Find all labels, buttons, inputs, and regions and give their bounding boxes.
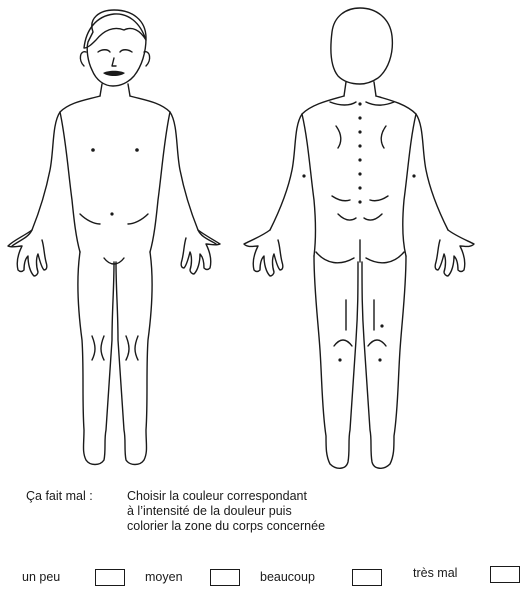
front-torso[interactable] — [12, 96, 216, 246]
body-diagram — [0, 0, 529, 470]
scale-label-tres-mal: très mal — [413, 566, 457, 580]
instruction-label: Ça fait mal : — [26, 489, 93, 503]
back-head[interactable] — [331, 8, 392, 84]
instruction-line: Choisir la couleur correspondant — [127, 489, 325, 504]
front-body-figure[interactable] — [8, 10, 220, 465]
scale-label-moyen: moyen — [145, 570, 183, 584]
color-box-un-peu[interactable] — [95, 569, 125, 586]
instruction-line: à l’intensité de la douleur puis — [127, 504, 325, 519]
instruction-text: Choisir la couleur correspondant à l’int… — [127, 489, 325, 534]
back-body-figure[interactable] — [244, 8, 474, 468]
color-box-moyen[interactable] — [210, 569, 240, 586]
back-legs[interactable] — [314, 256, 406, 468]
pain-scale: un peu moyen beaucoup très mal — [0, 570, 529, 590]
scale-label-un-peu: un peu — [22, 570, 60, 584]
back-torso[interactable] — [270, 96, 448, 230]
scale-label-beaucoup: beaucoup — [260, 570, 315, 584]
instruction-line: colorier la zone du corps concernée — [127, 519, 325, 534]
front-legs[interactable] — [78, 252, 152, 465]
color-box-beaucoup[interactable] — [352, 569, 382, 586]
color-box-tres-mal[interactable] — [490, 566, 520, 583]
